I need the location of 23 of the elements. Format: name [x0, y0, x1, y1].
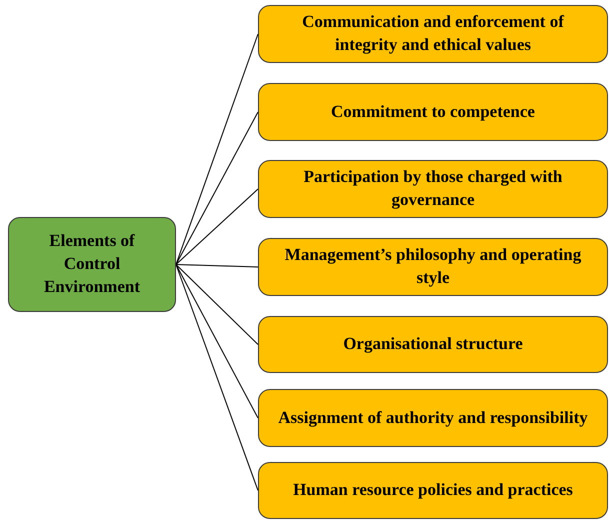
element-box: [258, 83, 608, 141]
element-box: [258, 5, 608, 63]
node-label: Human resource policies and practices: [293, 479, 573, 502]
node-label: Assignment of authority and responsibility: [278, 406, 588, 429]
node-label: Commitment to competence: [331, 100, 535, 123]
connector-line: [176, 264, 258, 418]
element-box: [258, 389, 608, 447]
node-label: Participation by those charged with governance: [302, 166, 564, 211]
node-label: Management’s philosophy and operating style: [284, 244, 582, 289]
connector-line: [176, 264, 258, 268]
element-box: [258, 160, 608, 218]
element-box: [258, 316, 608, 373]
element-box: [258, 238, 608, 296]
node-label: Communication and enforcement of integrity and ethical values: [301, 11, 566, 56]
node-label: Elements of Control Environment: [42, 230, 142, 298]
node-label: Organisational structure: [343, 333, 523, 356]
connector-line: [176, 264, 258, 345]
element-box: [258, 462, 608, 519]
connector-line: [176, 34, 258, 265]
connector-line: [176, 188, 258, 265]
topic-box: [8, 217, 176, 312]
connector-line: [176, 112, 258, 265]
connector-line: [176, 264, 258, 491]
